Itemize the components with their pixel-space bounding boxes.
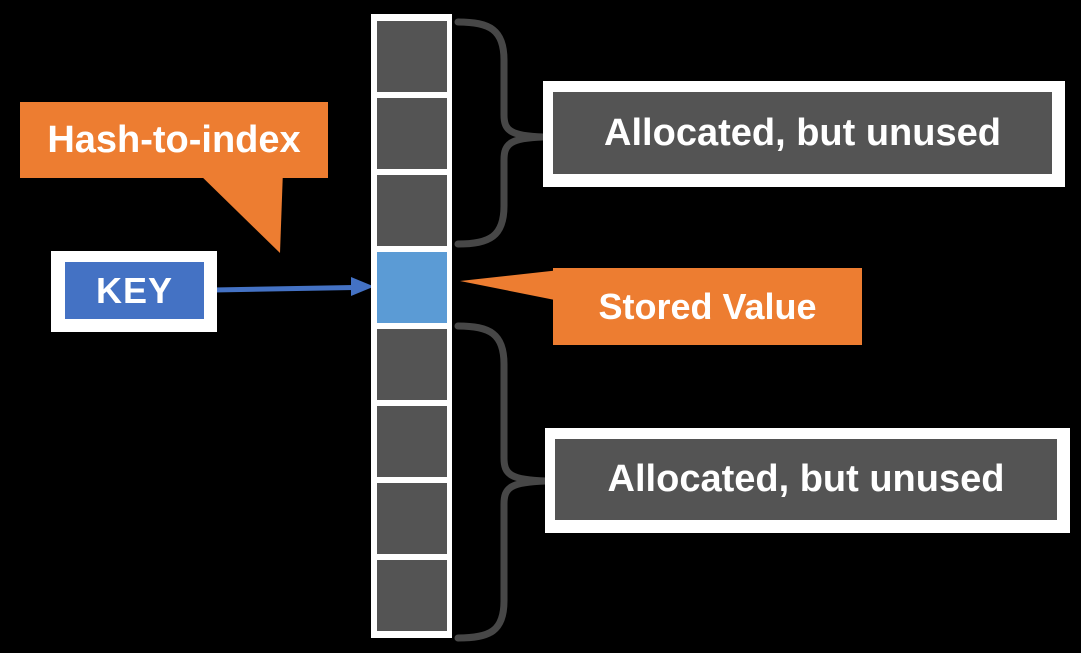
allocated-unused-top-label: Allocated, but unused — [604, 111, 1001, 154]
allocated-unused-top-fill: Allocated, but unused — [553, 92, 1052, 174]
allocated-unused-bottom-box: Allocated, but unused — [545, 428, 1070, 533]
allocated-unused-bottom-fill: Allocated, but unused — [555, 439, 1057, 520]
array-cell-unused — [377, 483, 447, 554]
stored-value-callout: Stored Value — [553, 268, 862, 345]
allocated-unused-top-box: Allocated, but unused — [543, 81, 1065, 187]
array-cell-unused — [377, 98, 447, 169]
hash-callout-tail-shape — [195, 170, 283, 253]
key-label: KEY — [95, 269, 174, 311]
key-box: KEY — [51, 251, 217, 332]
hash-to-index-label: Hash-to-index — [47, 118, 301, 161]
stored-value-label: Stored Value — [598, 285, 817, 327]
allocated-unused-bottom-label: Allocated, but unused — [607, 458, 1005, 500]
hash-to-index-callout: Hash-to-index — [20, 102, 328, 178]
array-cell-unused — [377, 329, 447, 400]
key-box-fill: KEY — [65, 262, 204, 319]
array-cell-unused — [377, 21, 447, 92]
array-cell-unused — [377, 175, 447, 246]
array-cell-stored — [377, 252, 447, 323]
array-cells — [377, 21, 447, 631]
key-to-cell-arrow-line — [212, 285, 355, 293]
bottom-brace — [454, 322, 547, 642]
stored-callout-tail-shape — [460, 270, 560, 301]
top-brace — [454, 18, 544, 248]
array-cell-unused — [377, 406, 447, 477]
array-column — [371, 14, 452, 638]
array-cell-unused — [377, 560, 447, 631]
